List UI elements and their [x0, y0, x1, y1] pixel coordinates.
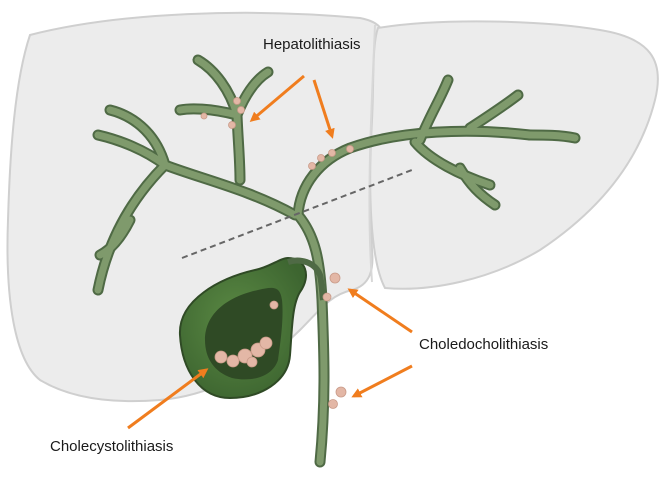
stone — [322, 292, 332, 302]
biliary-tree — [92, 54, 581, 468]
falciform-ligament — [368, 24, 376, 283]
arrow-choledocholithiasis-lower — [351, 364, 413, 398]
stone — [259, 336, 273, 350]
stone — [233, 97, 241, 105]
stone — [214, 350, 228, 364]
stone — [328, 399, 338, 409]
stone — [308, 162, 316, 170]
stone — [246, 356, 258, 368]
stone — [335, 386, 347, 398]
stone — [226, 354, 240, 368]
stone — [228, 121, 236, 129]
liver — [6, 11, 659, 403]
cystic-duct — [287, 257, 326, 301]
stone — [237, 106, 245, 114]
label-cholecystolithiasis: Cholecystolithiasis — [50, 438, 174, 455]
stone — [329, 272, 341, 284]
arrow-hepatolithiasis-left — [249, 74, 305, 122]
annotation-arrows — [127, 74, 413, 430]
liver-left-lobe — [369, 20, 659, 290]
arrow-cholecystolithiasis — [127, 368, 209, 430]
arrow-hepatolithiasis-right — [312, 79, 335, 139]
label-choledocholithiasis: Choledocholithiasis — [419, 336, 549, 353]
gallstones — [200, 97, 354, 409]
arrow-choledocholithiasis-upper — [347, 288, 413, 334]
label-hepatolithiasis: Hepatolithiasis — [263, 36, 361, 53]
stone — [317, 154, 325, 162]
stone — [200, 112, 208, 120]
dashed-divider-line — [181, 169, 413, 259]
stone — [269, 300, 279, 310]
stone — [346, 145, 354, 153]
stone — [328, 149, 336, 157]
